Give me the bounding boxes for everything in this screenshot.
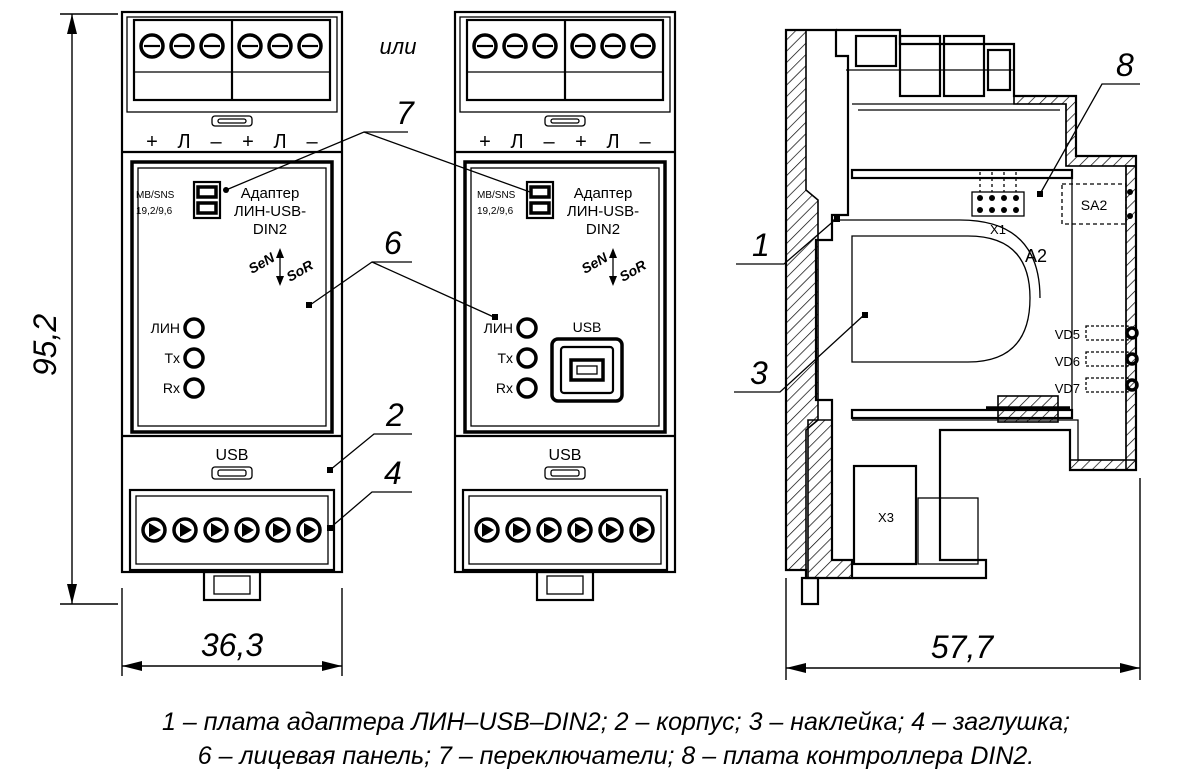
terminal-label: – (210, 131, 222, 153)
terminal-label: – (639, 131, 651, 153)
front-view-module-left: + Л – + Л – MB/SNS 19,2/9,6 Адаптер ЛИН-… (120, 10, 344, 602)
switch-label-bottom: 19,2/9,6 (477, 206, 514, 217)
terminal-label: + (146, 131, 158, 153)
terminal-label: Л (273, 131, 286, 153)
callout-1: 1 (752, 227, 770, 263)
brand-sor: SoR (284, 256, 317, 284)
usb-label-bottom: USB (216, 447, 249, 464)
vd6-label: VD6 (1055, 354, 1080, 369)
connector-x1: X1 (971, 172, 1025, 237)
adapter-name-line1: Адаптер (574, 185, 633, 202)
adapter-name-line3: DIN2 (586, 221, 620, 238)
caption-line2: 6 – лицевая панель; 7 – переключатели; 8… (198, 742, 1035, 770)
adapter-name-line2: ЛИН-USB- (567, 203, 639, 220)
usb-b-connector: USB (550, 319, 624, 403)
x1-label: X1 (990, 222, 1006, 237)
adapter-name-line2: ЛИН-USB- (234, 203, 306, 220)
callout-2: 2 (385, 397, 404, 433)
or-label: или (380, 34, 417, 59)
caption: 1 – плата адаптера ЛИН–USB–DIN2; 2 – кор… (162, 708, 1070, 770)
callout-6: 6 (384, 225, 402, 261)
callout-7: 7 (396, 95, 415, 131)
terminal-label: + (242, 131, 254, 153)
brand-sen: SeN (579, 249, 611, 277)
led-label-tx: Tx (164, 350, 180, 366)
led-label-rx: Rx (496, 380, 513, 396)
caption-line1: 1 – плата адаптера ЛИН–USB–DIN2; 2 – кор… (162, 708, 1070, 736)
dimension-width-side: 57,7 (785, 478, 1141, 680)
x3-label: X3 (878, 510, 894, 525)
brand-sen: SeN (246, 249, 278, 277)
callout-leaders (223, 131, 531, 531)
adapter-name-line3: DIN2 (253, 221, 287, 238)
connector-x3: X3 (852, 464, 979, 566)
switch-label-bottom: 19,2/9,6 (136, 206, 173, 217)
terminal-label: Л (606, 131, 619, 153)
callout-4: 4 (384, 455, 402, 491)
usb-label-panel: USB (573, 319, 602, 335)
switch-sa2: SA2 (1061, 183, 1133, 225)
dimension-height-value: 95,2 (27, 314, 63, 376)
adapter-name-line1: Адаптер (241, 185, 300, 202)
terminal-labels-middle: + Л – + Л – (479, 131, 651, 153)
usb-label-bottom: USB (549, 447, 582, 464)
side-callouts (734, 83, 1140, 393)
dimension-width-front: 36,3 (121, 588, 343, 676)
terminal-label: + (479, 131, 491, 153)
led-label-lin: ЛИН (151, 320, 180, 336)
front-view-module-middle: + Л – + Л – MB/SNS 19,2/9,6 Адаптер ЛИН-… (453, 10, 677, 602)
brand-sor: SoR (617, 256, 650, 284)
terminal-label: Л (510, 131, 523, 153)
vd7-label: VD7 (1055, 381, 1080, 396)
dimension-height: 95,2 (27, 13, 118, 605)
vd5-label: VD5 (1055, 327, 1080, 342)
side-view: X1 SA2 A2 VD5 VD6 VD7 (784, 28, 1139, 606)
led-label-lin: ЛИН (484, 320, 513, 336)
dimension-width-front-value: 36,3 (201, 627, 263, 663)
terminal-label: Л (177, 131, 190, 153)
sa2-label: SA2 (1081, 197, 1108, 213)
callout-8: 8 (1116, 47, 1134, 83)
terminal-labels-left: + Л – + Л – (146, 131, 318, 153)
terminal-label: – (543, 131, 555, 153)
a2-label: A2 (1025, 246, 1047, 266)
terminal-label: – (306, 131, 318, 153)
led-label-tx: Tx (497, 350, 513, 366)
switch-label-top: MB/SNS (136, 190, 175, 201)
switch-label-top: MB/SNS (477, 190, 516, 201)
callout-3: 3 (750, 355, 768, 391)
terminal-label: + (575, 131, 587, 153)
leds-vd: VD5 VD6 VD7 (1055, 327, 1080, 396)
dimension-width-side-value: 57,7 (931, 629, 994, 665)
led-label-rx: Rx (163, 380, 180, 396)
